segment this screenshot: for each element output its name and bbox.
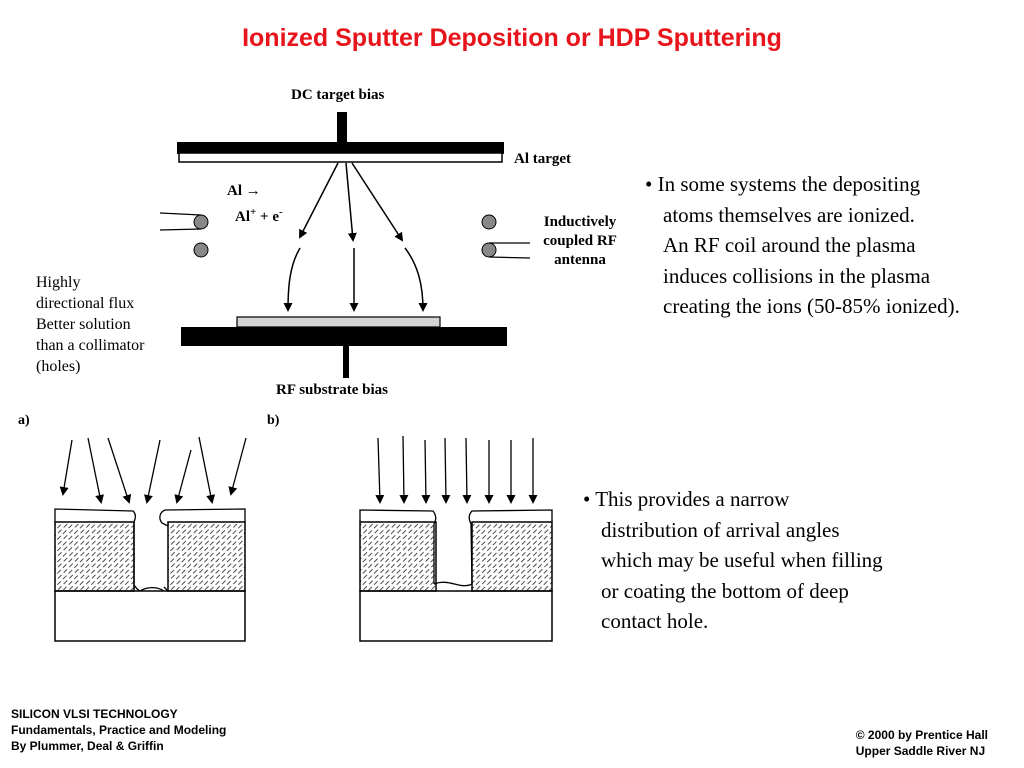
bullet-line: distribution of arrival angles xyxy=(601,517,840,542)
antenna-label-line: coupled RF xyxy=(543,233,617,249)
oxide-left-b xyxy=(359,521,437,592)
film-bottom-a xyxy=(139,586,165,592)
coil-lead-right xyxy=(488,242,531,259)
reaction-line1: Al → xyxy=(227,183,261,199)
electron-symbol: + e xyxy=(256,209,279,225)
substrate-block-a xyxy=(54,590,246,642)
al-target-label: Al target xyxy=(514,151,572,167)
ion-trajectories xyxy=(283,162,428,312)
footer-right: © 2000 by Prentice Hall Upper Saddle Riv… xyxy=(856,727,988,759)
footer-line: By Plummer, Deal & Griffin xyxy=(11,739,164,753)
substrate-block-b xyxy=(359,590,553,642)
target-backing-plate xyxy=(177,142,504,154)
substrate-chuck xyxy=(181,327,507,346)
antenna-label-line: antenna xyxy=(554,252,606,268)
wafer xyxy=(236,316,441,328)
panel-a-diagram xyxy=(54,436,247,642)
coil-dot xyxy=(481,242,497,258)
oxide-right-a xyxy=(167,521,246,592)
oxide-right-b xyxy=(471,521,553,592)
coil-dot xyxy=(481,214,497,230)
trajectory-right xyxy=(351,162,404,242)
antenna-label-line: Inductively xyxy=(543,214,617,230)
footer-left: SILICON VLSI TECHNOLOGY Fundamentals, Pr… xyxy=(11,706,226,754)
slide-title: Ionized Sputter Deposition or HDP Sputte… xyxy=(242,24,782,52)
target-stem xyxy=(337,112,347,144)
footer-line: SILICON VLSI TECHNOLOGY xyxy=(11,707,178,721)
side-note-line: Highly xyxy=(36,274,81,291)
panel-b-diagram xyxy=(359,435,553,642)
panel-a-label: a) xyxy=(18,413,30,428)
target-assembly xyxy=(177,112,504,163)
side-note-line: directional flux xyxy=(36,295,135,312)
substrate-stem xyxy=(343,346,349,378)
substrate-assembly xyxy=(181,316,507,378)
footer-line: Fundamentals, Practice and Modeling xyxy=(11,723,227,737)
al-target-plate xyxy=(178,152,503,163)
dc-bias-label: DC target bias xyxy=(291,87,385,103)
coil-lead-left xyxy=(159,212,202,231)
trajectory-left xyxy=(299,162,339,239)
bullet-line: • In some systems the depositing xyxy=(645,172,921,196)
side-note-line: (holes) xyxy=(36,358,81,375)
antenna-label: Inductively coupled RF antenna xyxy=(527,213,633,270)
side-note-line: than a collimator xyxy=(36,337,145,354)
minus-charge: - xyxy=(279,206,283,218)
reaction-line2: Al+ + e- xyxy=(235,206,283,226)
film-left-a xyxy=(54,508,141,592)
film-bottom-b xyxy=(433,581,473,587)
bullet-line: An RF coil around the plasma xyxy=(663,233,916,257)
bullet-line: which may be useful when filling xyxy=(601,548,883,572)
bullet-line: contact hole. xyxy=(601,609,709,633)
trajectory-left-curved xyxy=(283,247,301,312)
rf-coil xyxy=(159,212,531,259)
oxide-left-a xyxy=(54,521,135,592)
footer-line: © 2000 by Prentice Hall xyxy=(855,728,988,742)
side-note: Highly directional flux Better solution … xyxy=(36,272,144,377)
plus-charge: + xyxy=(250,206,257,218)
bullet-line: induces collisions in the plasma xyxy=(663,263,931,288)
bullet-ionization: • In some systems the depositing atoms t… xyxy=(645,169,960,322)
film-right-b xyxy=(468,509,553,585)
trajectory-center xyxy=(345,162,357,242)
panel-b-label: b) xyxy=(267,413,280,428)
bullet-line: atoms themselves are ionized. xyxy=(663,202,915,227)
film-right-a xyxy=(159,508,246,592)
bullet-line: • This provides a narrow xyxy=(583,487,790,511)
side-note-line: Better solution xyxy=(36,316,131,333)
coil-dot xyxy=(193,214,209,230)
footer-line: Upper Saddle River NJ xyxy=(855,744,986,758)
al-ion-symbol: Al xyxy=(235,209,250,225)
film-left-b xyxy=(359,509,437,584)
trajectory-right-curved xyxy=(404,247,428,312)
coil-dot xyxy=(193,242,209,258)
bullet-line: or coating the bottom of deep xyxy=(601,578,849,603)
bullet-line: creating the ions (50-85% ionized). xyxy=(663,294,960,318)
bullet-arrival-angles: • This provides a narrow distribution of… xyxy=(583,484,883,637)
rf-substrate-bias-label: RF substrate bias xyxy=(276,382,388,398)
